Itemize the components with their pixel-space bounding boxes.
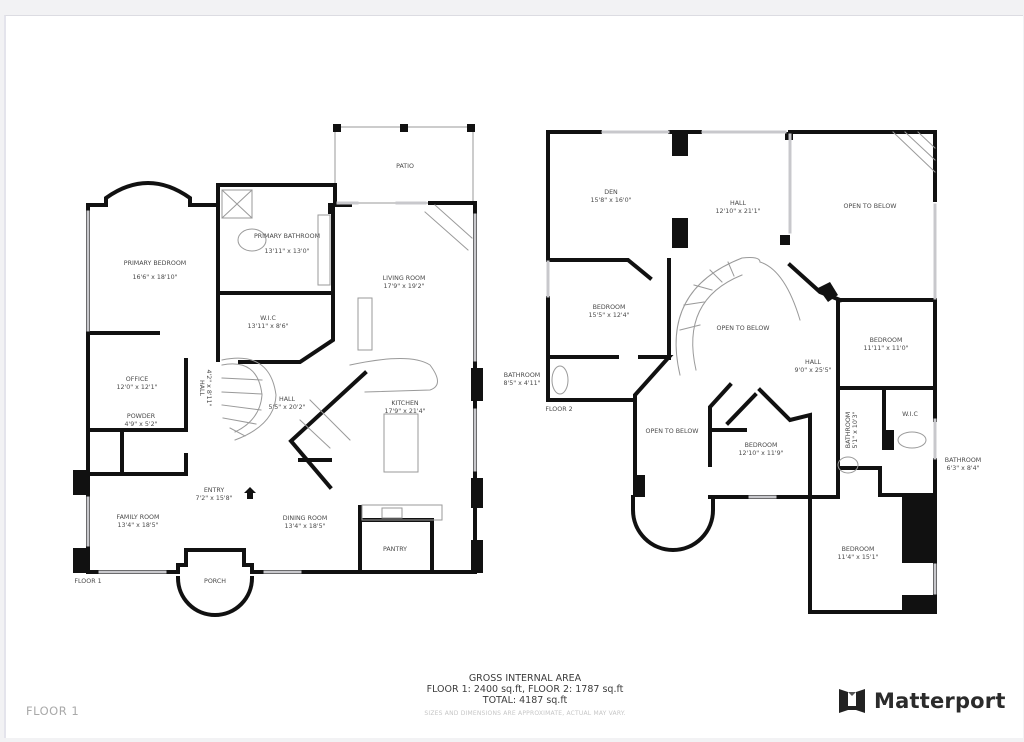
room-size: 6'3" x 8'4" [946, 465, 979, 472]
room-label: BEDROOM [842, 546, 875, 553]
room-size: 5'5" x 20'2" [268, 404, 305, 411]
room-size: 12'10" x 11'9" [738, 450, 783, 457]
room-label: W.I.C [902, 411, 918, 418]
room-size: 11'11" x 11'0" [863, 345, 908, 352]
matterport-mark-icon [839, 689, 865, 713]
room-label: OPEN TO BELOW [645, 428, 699, 435]
room-size: 15'8" x 16'0" [590, 197, 631, 204]
room-label: DINING ROOM [283, 515, 328, 522]
room-label: DEN [604, 189, 618, 196]
room-label: OPEN TO BELOW [716, 325, 770, 332]
brand-name: Matterport [874, 689, 1006, 713]
room-label: BATHROOM [845, 412, 852, 448]
room-label: OFFICE [126, 376, 148, 383]
room-label: POWDER [127, 413, 156, 420]
room-size: 13'4" x 18'5" [284, 523, 325, 530]
room-label: OPEN TO BELOW [843, 203, 897, 210]
room-size: 5'1" x 10'3" [852, 411, 859, 448]
room-label: HALL [805, 359, 822, 366]
room-label: W.I.C [260, 315, 276, 322]
room-label: PATIO [396, 163, 414, 170]
gia-floors: FLOOR 1: 2400 sq.ft, FLOOR 2: 1787 sq.ft [426, 684, 624, 695]
room-label: HALL [198, 380, 205, 397]
gia-disclaimer: SIZES AND DIMENSIONS ARE APPROXIMATE, AC… [424, 710, 626, 717]
floor-1-plan [73, 124, 483, 617]
room-size: 9'0" x 25'5" [794, 367, 831, 374]
room-label: PRIMARY BATHROOM [254, 233, 320, 240]
gia-title: GROSS INTERNAL AREA [468, 673, 582, 684]
floor-2-label: FLOOR 2 [545, 406, 572, 413]
room-size: 13'11" x 8'6" [247, 323, 288, 330]
room-size: 13'11" x 13'0" [264, 248, 309, 255]
floor-1-label: FLOOR 1 [74, 578, 101, 585]
room-label: ENTRY [204, 487, 225, 494]
room-size: 7'2" x 15'8" [195, 495, 232, 502]
room-size: 17'9" x 19'2" [383, 283, 424, 290]
page-floor-label: FLOOR 1 [26, 704, 80, 718]
room-label: BEDROOM [593, 304, 626, 311]
room-label: KITCHEN [391, 400, 419, 407]
room-labels: PATIO PRIMARY BEDROOM 16'6" x 18'10" PRI… [74, 163, 981, 585]
room-label: PANTRY [383, 546, 407, 553]
room-size: 16'6" x 18'10" [132, 274, 177, 281]
room-label: PRIMARY BEDROOM [124, 260, 186, 267]
room-size: 11'4" x 15'1" [837, 554, 878, 561]
room-label: BEDROOM [745, 442, 778, 449]
room-size: 17'9" x 21'4" [384, 408, 425, 415]
room-label: BATHROOM [945, 457, 981, 464]
room-size: 8'5" x 4'11" [503, 380, 540, 387]
floor-2-plan [546, 130, 937, 614]
room-size: 4'9" x 5'2" [124, 421, 157, 428]
room-label: LIVING ROOM [383, 275, 426, 282]
room-label: BATHROOM [504, 372, 540, 379]
matterport-logo: Matterport [838, 688, 1006, 714]
room-label: PORCH [204, 578, 226, 585]
room-size: 12'0" x 12'1" [116, 384, 157, 391]
gia-total: TOTAL: 4187 sq.ft [482, 695, 568, 706]
room-label: HALL [730, 200, 747, 207]
room-label: BEDROOM [870, 337, 903, 344]
room-label: FAMILY ROOM [117, 514, 160, 521]
floor-plan-sheet [4, 15, 1023, 738]
room-label: HALL [279, 396, 296, 403]
room-size: 12'10" x 21'1" [715, 208, 760, 215]
room-size: 15'5" x 12'4" [588, 312, 629, 319]
room-size: 4'2" x 8'11" [205, 369, 212, 406]
gross-internal-area: GROSS INTERNAL AREA FLOOR 1: 2400 sq.ft,… [360, 673, 690, 719]
room-size: 13'4" x 18'5" [117, 522, 158, 529]
